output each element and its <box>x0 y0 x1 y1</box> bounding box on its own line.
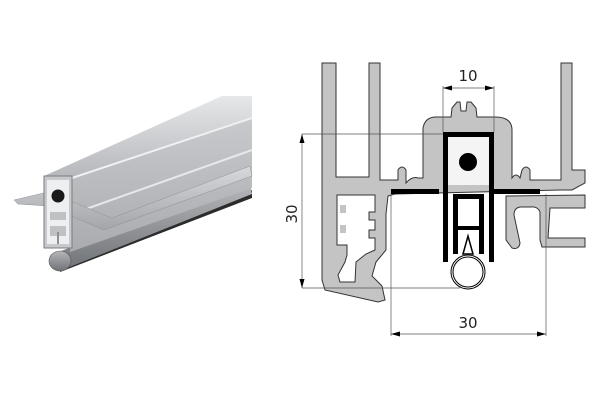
profile-top-face <box>44 96 252 180</box>
frame-tooth <box>340 205 346 213</box>
right-frame-profile <box>505 194 586 249</box>
tube-seal-end <box>48 250 72 272</box>
cross-section-drawing: 10 30 30 <box>280 0 600 400</box>
dimension-arrows <box>299 85 546 337</box>
end-face-slot <box>50 212 66 220</box>
frame-cutout <box>336 194 376 283</box>
highlight-line <box>59 117 253 183</box>
highlight-line <box>71 149 253 215</box>
dimension-lines <box>301 86 547 336</box>
dimension-left-height: 30 <box>283 204 301 223</box>
end-face-slot <box>50 226 66 236</box>
housing-hole <box>459 153 477 171</box>
carrier-arrow <box>462 233 474 255</box>
product-render <box>0 0 280 400</box>
dimension-bottom-width: 30 <box>458 314 477 332</box>
end-face-hole <box>51 189 65 203</box>
frame-tooth <box>340 225 346 233</box>
carrier-crossbar <box>458 226 479 230</box>
seal-profile-3d-illustration <box>13 96 253 272</box>
black-seal-left <box>391 189 439 194</box>
black-seal-right <box>494 189 540 194</box>
tube-seal-inner <box>452 256 484 288</box>
cross-section-svg: 10 30 30 <box>283 62 586 337</box>
tube-seal <box>58 184 252 270</box>
dimension-top-width: 10 <box>458 67 477 85</box>
inner-carrier <box>453 194 484 254</box>
